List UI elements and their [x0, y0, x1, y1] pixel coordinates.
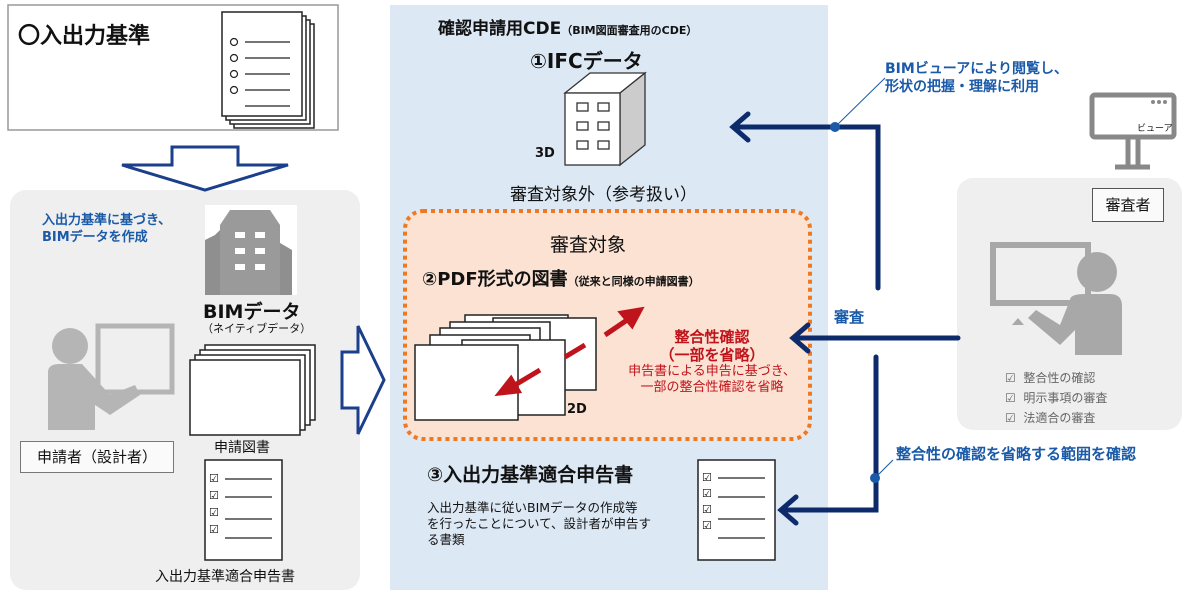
desc-line: を行ったことについて、設計者が申告す	[427, 516, 652, 531]
check-icon: ☑	[702, 471, 712, 484]
ifc-3d-label: 3D	[535, 146, 555, 161]
declaration-title: ③入出力基準適合申告書	[427, 464, 634, 486]
reviewer-check-item: ☑ 法適合の審査	[1005, 408, 1107, 428]
cde-title-sub: （BIM図面審査用のCDE）	[561, 24, 698, 37]
out-of-scope-label: 審査対象外（参考扱い）	[510, 185, 697, 205]
review-label: 審査	[834, 308, 865, 326]
check-icon: ☑	[702, 487, 712, 500]
bim-label: BIMデータ	[203, 301, 301, 323]
check-icon: ☑	[702, 519, 712, 532]
viewer-note-line: BIMビューアにより閲覧し、	[885, 61, 1068, 77]
note-line: BIMデータを作成	[42, 230, 148, 245]
check-icon: ☑	[209, 489, 219, 502]
viewer-monitor-icon	[1089, 92, 1177, 170]
check-icon: ☑	[209, 506, 219, 519]
check-icon: ☑	[702, 503, 712, 516]
pdf-title: ②PDF形式の図書（従来と同様の申請図書）	[422, 265, 700, 291]
desc-line: る書類	[427, 532, 465, 547]
pdf-title-main: ②PDF形式の図書	[422, 269, 568, 290]
consistency-note-line: 一部の整合性確認を省略	[640, 380, 784, 395]
applicant-person-icon	[48, 323, 175, 430]
check-label: 整合性の確認	[1023, 371, 1096, 385]
declaration-description: 入出力基準に従いBIMデータの作成等 を行ったことについて、設計者が申告す る書…	[427, 500, 651, 548]
check-icon: ☑	[1005, 411, 1016, 425]
cde-title: 確認申請用CDE（BIM図面審査用のCDE）	[438, 14, 697, 39]
bim-building-icon	[205, 205, 297, 295]
check-icon: ☑	[209, 472, 219, 485]
ifc-building-icon	[563, 71, 647, 167]
consistency-check: 整合性確認 （一部を省略） 申告書による申告に基づき、 一部の整合性確認を省略	[612, 328, 812, 396]
applicant-declaration-doc	[204, 459, 283, 561]
viewer-note: BIMビューアにより閲覧し、 形状の把握・理解に利用	[885, 60, 1068, 96]
consistency-note-line: 申告書による申告に基づき、	[628, 364, 796, 379]
desc-line: 入出力基準に従いBIMデータの作成等	[427, 500, 638, 515]
check-label: 法適合の審査	[1023, 411, 1096, 425]
connector-ifc	[732, 124, 881, 291]
omit-note: 整合性の確認を省略する範囲を確認	[896, 445, 1137, 463]
scope-title: 審査対象	[550, 234, 627, 256]
declaration-label: 入出力基準適合申告書	[155, 569, 295, 585]
note-line: 入出力基準に基づき、	[42, 213, 172, 228]
drawings-label: 申請図書	[214, 440, 270, 456]
applicant-role-label: 申請者（設計者）	[20, 441, 174, 473]
right-arrow	[340, 325, 386, 435]
down-arrow	[121, 145, 289, 192]
reviewer-check-item: ☑ 整合性の確認	[1005, 368, 1107, 388]
pdf-title-sub: （従来と同様の申請図書）	[567, 275, 700, 288]
consistency-sub: （一部を省略）	[659, 346, 765, 364]
consistency-title: 整合性確認	[674, 328, 750, 346]
reviewer-role-label: 審査者	[1092, 188, 1164, 222]
applicant-note: 入出力基準に基づき、 BIMデータを作成	[42, 212, 171, 246]
reviewer-check-item: ☑ 明示事項の審査	[1005, 388, 1107, 408]
check-label: 明示事項の審査	[1023, 391, 1108, 405]
check-icon: ☑	[1005, 371, 1016, 385]
check-icon: ☑	[209, 523, 219, 536]
bim-sub-label: （ネイティブデータ）	[202, 322, 312, 335]
connector-declaration	[780, 354, 879, 513]
document-stack-icon	[221, 11, 315, 129]
ifc-title: ①IFCデータ	[530, 49, 643, 73]
cde-declaration-doc	[697, 459, 776, 561]
viewer-note-line: 形状の把握・理解に利用	[885, 79, 1039, 95]
reviewer-checklist: ☑ 整合性の確認 ☑ 明示事項の審査 ☑ 法適合の審査	[1005, 368, 1107, 428]
standard-title: 〇入出力基準	[18, 24, 151, 49]
reviewer-person-icon	[990, 242, 1122, 355]
check-icon: ☑	[1005, 391, 1016, 405]
cde-title-main: 確認申請用CDE	[438, 19, 562, 39]
pdf-2d-label: 2D	[567, 402, 587, 417]
viewer-label: ビューア	[1137, 124, 1173, 134]
drawings-stack-icon	[189, 344, 316, 436]
